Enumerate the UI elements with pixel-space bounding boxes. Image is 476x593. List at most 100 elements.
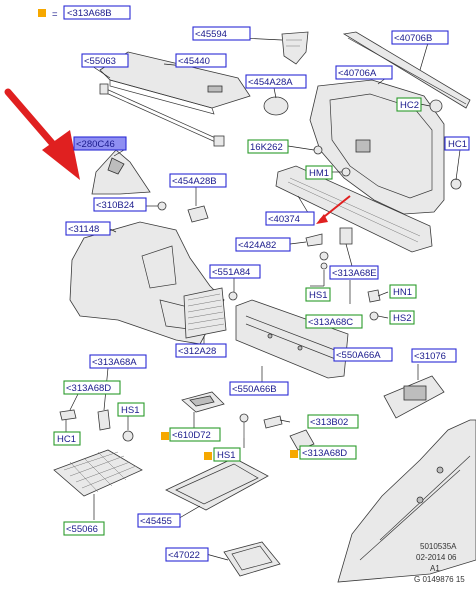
body-side-structure [337,419,476,583]
footer-line-2: 02-2014 06 [416,553,457,562]
callout-hc2-box [396,97,422,112]
storage-tray-31076 [383,375,445,419]
d-pillar-trim [91,149,151,195]
callout-31076-box [411,348,457,363]
bracket-313a68a [97,409,111,431]
callout-hm1-box [305,165,333,180]
callouts: <45594 <40706B <55063 <45440 <454A28A <4… [53,26,470,562]
clip-hs1-mid-b [320,262,328,270]
callout-hs1-bottom-box [213,447,241,462]
callout-hm1: HM1 [309,168,329,179]
callout-hs2: HS2 [393,313,411,324]
lamp-lens-454a28a [263,96,289,116]
footer-line-1: 5010535A [420,542,457,551]
nut-hn1 [367,289,381,303]
parcel-shelf-cover [99,51,251,147]
footer-line-3: A1 [430,564,440,573]
callout-454a28a-box [245,74,307,89]
marker-square-icon [161,432,169,440]
callout-310b24-box [93,197,147,212]
clip-313a68d-right [289,429,315,451]
legend-code-box [63,5,131,20]
callout-hc2: HC2 [400,100,419,111]
floor-mat-45455 [165,457,269,511]
callout-16k262-box [247,139,289,154]
clip-hc2 [429,99,443,113]
callout-hc1-left-box [53,431,81,446]
callout-454a28a: <454A28A [248,77,293,88]
callout-313a68c: <313A68C [308,317,353,328]
cover-424a82 [305,233,323,247]
callout-hs1-bottom: HS1 [217,450,235,461]
callout-55063-box [81,53,129,68]
callout-550a66b-box [229,381,289,396]
callout-hs1-left-box [117,402,145,417]
callout-610d72-box [169,427,221,442]
callout-45440: <45440 [178,56,210,67]
clip-hs1-mid [319,251,329,261]
callout-313a68d-right: <313A68D [302,448,347,459]
callout-55066-box [63,521,105,536]
callout-45440-box [175,53,227,68]
callout-hn1: HN1 [393,287,412,298]
callout-hs1-mid-box [305,287,331,302]
tray-47022 [223,541,281,577]
screw-hs1-left [122,430,134,442]
callout-313a68d-right-box [299,445,357,460]
callout-313a68c-box [305,314,363,329]
callout-hn1-box [389,284,417,299]
callout-313a68a: <313A68A [92,357,137,368]
clip-313b02 [263,415,283,429]
callout-hc1-top-box [444,136,470,151]
callout-313b02: <313B02 [310,417,348,428]
callout-550a66a: <550A66A [336,350,381,361]
callout-40374-box [265,211,315,226]
callout-551a84: <551A84 [212,267,250,278]
callout-45594: <45594 [195,29,227,40]
callout-313a68e-box [329,265,379,280]
corner-cover-45594 [281,31,309,65]
bracket-313a68e [339,227,353,245]
callout-610d72: <610D72 [172,430,211,441]
clip-551a84 [228,291,238,301]
red-arrow-icon [4,88,80,180]
drawing-footer: 5010535A 02-2014 06 A1 G 0149876 15 [414,542,465,584]
callout-424a82-box [235,237,291,252]
callout-hc1-top: HC1 [448,139,467,150]
callout-40706b-box [391,30,449,45]
callout-40706b: <40706B [394,33,432,44]
screw-hs2 [369,311,379,321]
screw-16k262 [313,145,323,155]
callout-55066: <55066 [66,524,98,535]
callout-47022-box [165,547,209,562]
callout-313a68d-left: <313A68D [66,383,111,394]
pin-hs1-bottom [239,413,249,423]
callout-31076: <31076 [414,351,446,362]
net-panel-312a28 [183,287,227,339]
callout-310b24: <310B24 [96,200,134,211]
footer-line-4: G 0149876 15 [414,575,465,584]
callout-454a28b-box [169,173,227,188]
clip-hm1 [341,167,351,177]
callout-31148-box [65,221,111,236]
callout-40706a-box [335,65,393,80]
callout-31148: <31148 [68,224,99,235]
callout-550a66a-box [333,347,393,362]
callout-312a28: <312A28 [178,346,216,357]
callout-45455: <45455 [140,516,172,527]
marker-square-icon [290,450,298,458]
callout-45594-box [192,26,251,41]
callout-47022: <47022 [168,550,200,561]
legend-square-icon [38,9,46,17]
callout-55063: <55063 [84,56,116,67]
callout-313a68d-left-box [63,380,121,395]
clip-310b24 [157,201,167,211]
liftgate-inner-trim [309,79,445,215]
callout-280c46-box [73,136,127,151]
legend: = <313A68B [38,5,131,20]
handle-610d72 [181,391,225,413]
callout-454a28b: <454A28B [172,176,217,187]
clip-hc1-top [450,178,462,190]
callout-313b02-box [307,414,359,429]
